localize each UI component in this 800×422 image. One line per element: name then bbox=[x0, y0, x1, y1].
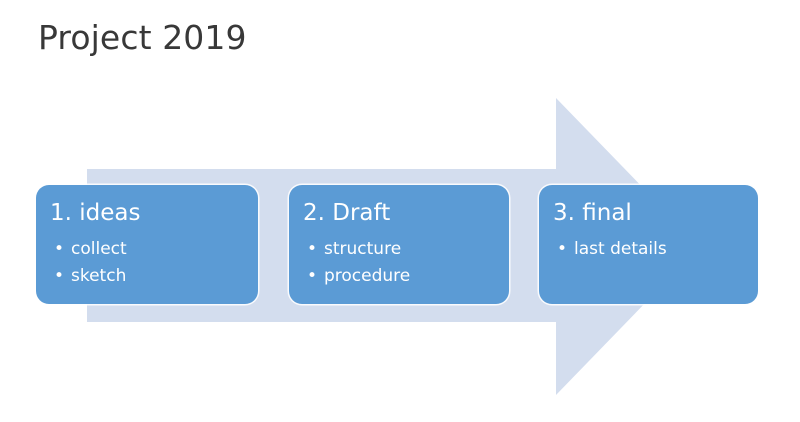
list-item: collect bbox=[50, 236, 258, 263]
process-step-box-2[interactable]: 2. Draft structure procedure bbox=[289, 185, 509, 304]
step-1-bullet-list: collect sketch bbox=[50, 236, 258, 290]
list-item: last details bbox=[553, 236, 758, 263]
step-2-bullet-list: structure procedure bbox=[303, 236, 509, 290]
list-item: structure bbox=[303, 236, 509, 263]
list-item: sketch bbox=[50, 263, 258, 290]
process-step-box-1[interactable]: 1. ideas collect sketch bbox=[36, 185, 258, 304]
page-title: Project 2019 bbox=[38, 18, 247, 57]
step-3-heading: 3. final bbox=[553, 200, 632, 226]
list-item: procedure bbox=[303, 263, 509, 290]
step-3-bullet-list: last details bbox=[553, 236, 758, 263]
process-step-box-3[interactable]: 3. final last details bbox=[539, 185, 758, 304]
step-1-heading: 1. ideas bbox=[50, 200, 141, 226]
step-2-heading: 2. Draft bbox=[303, 200, 391, 226]
